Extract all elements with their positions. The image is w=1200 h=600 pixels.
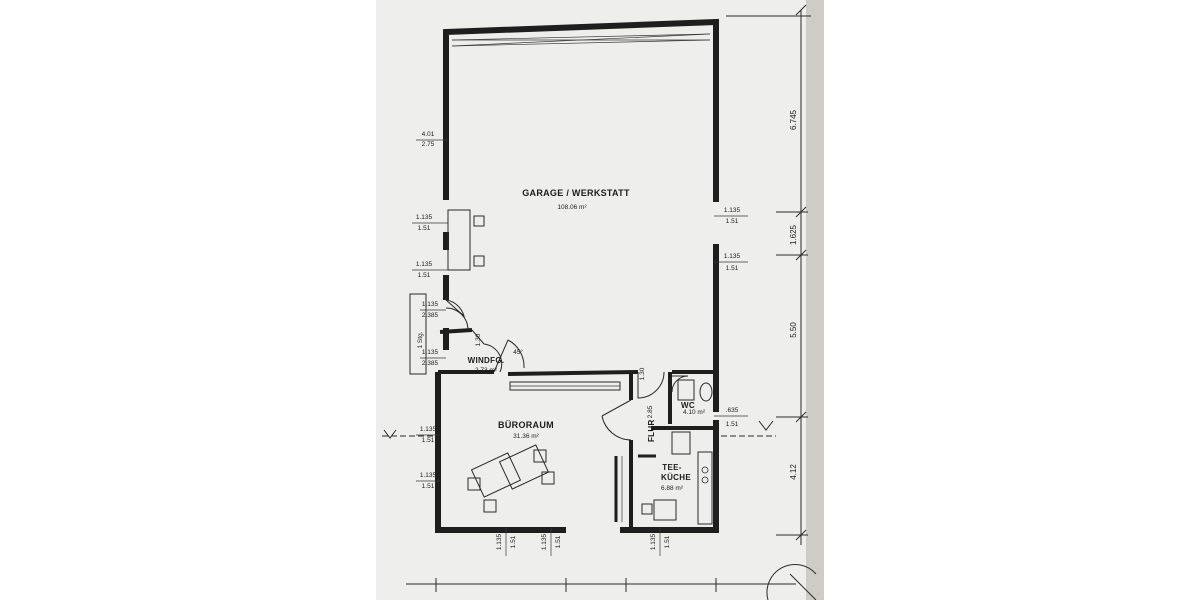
- door-note-flur: 1.30: [639, 367, 646, 380]
- opening-bottom: 2.75: [422, 141, 435, 148]
- toilet-icon: [677, 379, 695, 401]
- dark-edge: [806, 0, 824, 600]
- right-opening-labels: 1.135 1.51 1.135 1.51 .635 1.51: [714, 207, 748, 428]
- opening-bottom: 2.385: [422, 360, 439, 367]
- fixtures: 1 Stg.: [409, 209, 713, 525]
- vertical-dim-1: 6.745: [789, 109, 798, 130]
- room-name-wc: WC: [681, 401, 695, 410]
- chair-icon: [467, 477, 481, 491]
- opening-top: 4.01: [422, 131, 435, 138]
- chair-icon: [473, 215, 485, 227]
- opening-bottom: 1.51: [726, 265, 739, 272]
- right-dimension-chain: 6.745 1.625 5.50 4.12: [726, 4, 811, 545]
- vertical-dim-4: 4.12: [789, 464, 798, 480]
- room-name-garage: GARAGE / WERKSTATT: [522, 188, 630, 198]
- opening-top: 1.135: [420, 426, 437, 433]
- kitchen-counter: [697, 451, 713, 525]
- room-area-buero: 31.36 m²: [513, 433, 539, 440]
- opening-bottom: 1.51: [555, 535, 562, 548]
- vertical-dim-2: 1.625: [789, 224, 798, 245]
- table-icon: [653, 499, 677, 521]
- opening-bottom: 1.51: [418, 272, 431, 279]
- bottom-opening-labels: 1.135 1.51 1.135 1.51 1.135 1.51: [496, 528, 671, 556]
- room-area-windfang: 2.73 m²: [475, 367, 498, 374]
- room-name-flur: FLUR: [647, 419, 656, 442]
- bottom-dimension-chain: [406, 564, 817, 600]
- shower-icon: [671, 431, 691, 455]
- doors: [445, 299, 689, 522]
- basin-icon: [699, 382, 713, 402]
- section-line: [382, 420, 776, 439]
- door-note-windfang: 1.30: [475, 333, 482, 346]
- opening-top: 1.135: [496, 533, 503, 550]
- opening-bottom: 1.51: [422, 437, 435, 444]
- chair-icon: [641, 503, 653, 515]
- exterior-walls: [435, 18, 719, 533]
- chair-icon: [541, 471, 555, 485]
- door-note-angle: 45°: [513, 348, 523, 356]
- room-name-windfang: WINDFG.: [468, 356, 505, 365]
- opening-bottom: 1.51: [418, 225, 431, 232]
- interior-walls: [438, 328, 716, 530]
- room-name-teekueche-2: KÜCHE: [661, 473, 691, 482]
- opening-top: .635: [726, 407, 739, 414]
- chair-icon: [483, 499, 497, 513]
- opening-top: 1.135: [724, 207, 741, 214]
- room-labels: GARAGE / WERKSTATT 108.06 m² WINDFG. 2.7…: [468, 188, 706, 492]
- opening-bottom: 1.51: [726, 218, 739, 225]
- opening-bottom: 2.385: [422, 312, 439, 319]
- hob-icon: [701, 476, 709, 484]
- room-area-teekueche: 6.88 m²: [661, 485, 684, 492]
- left-opening-labels: 4.01 2.75 1.135 1.51 1.135 1.51 1.135 2.…: [412, 131, 448, 490]
- desk: [470, 452, 522, 498]
- room-area-flur: 2.85: [647, 405, 654, 418]
- room-area-wc: 4.10 m²: [683, 409, 706, 416]
- workbench-upper: [447, 209, 471, 271]
- vertical-dim-3: 5.50: [789, 322, 798, 338]
- stufe-label: 1 Stg.: [417, 331, 424, 348]
- paper-background: [376, 0, 824, 600]
- opening-top: 1.135: [416, 214, 433, 221]
- opening-bottom: 1.51: [510, 535, 517, 548]
- chair-icon: [533, 449, 547, 463]
- room-name-teekueche-1: TEE-: [662, 463, 681, 472]
- opening-top: 1.135: [416, 261, 433, 268]
- opening-top: 1.135: [422, 301, 439, 308]
- shelf: [409, 293, 427, 375]
- opening-bottom: 1.51: [664, 535, 671, 548]
- opening-bottom: 1.51: [726, 421, 739, 428]
- floor-plan-photo: 6.745 1.625 5.50 4.12: [376, 0, 824, 600]
- desk: [498, 444, 550, 490]
- opening-top: 1.135: [724, 253, 741, 260]
- opening-top: 1.135: [650, 533, 657, 550]
- room-name-buero: BÜRORAUM: [498, 420, 554, 430]
- opening-top: 1.135: [420, 472, 437, 479]
- hob-icon: [701, 466, 709, 474]
- chair-icon: [473, 255, 485, 267]
- opening-bottom: 1.51: [422, 483, 435, 490]
- opening-top: 1.135: [422, 349, 439, 356]
- opening-top: 1.135: [541, 533, 548, 550]
- room-area-garage: 108.06 m²: [557, 204, 587, 211]
